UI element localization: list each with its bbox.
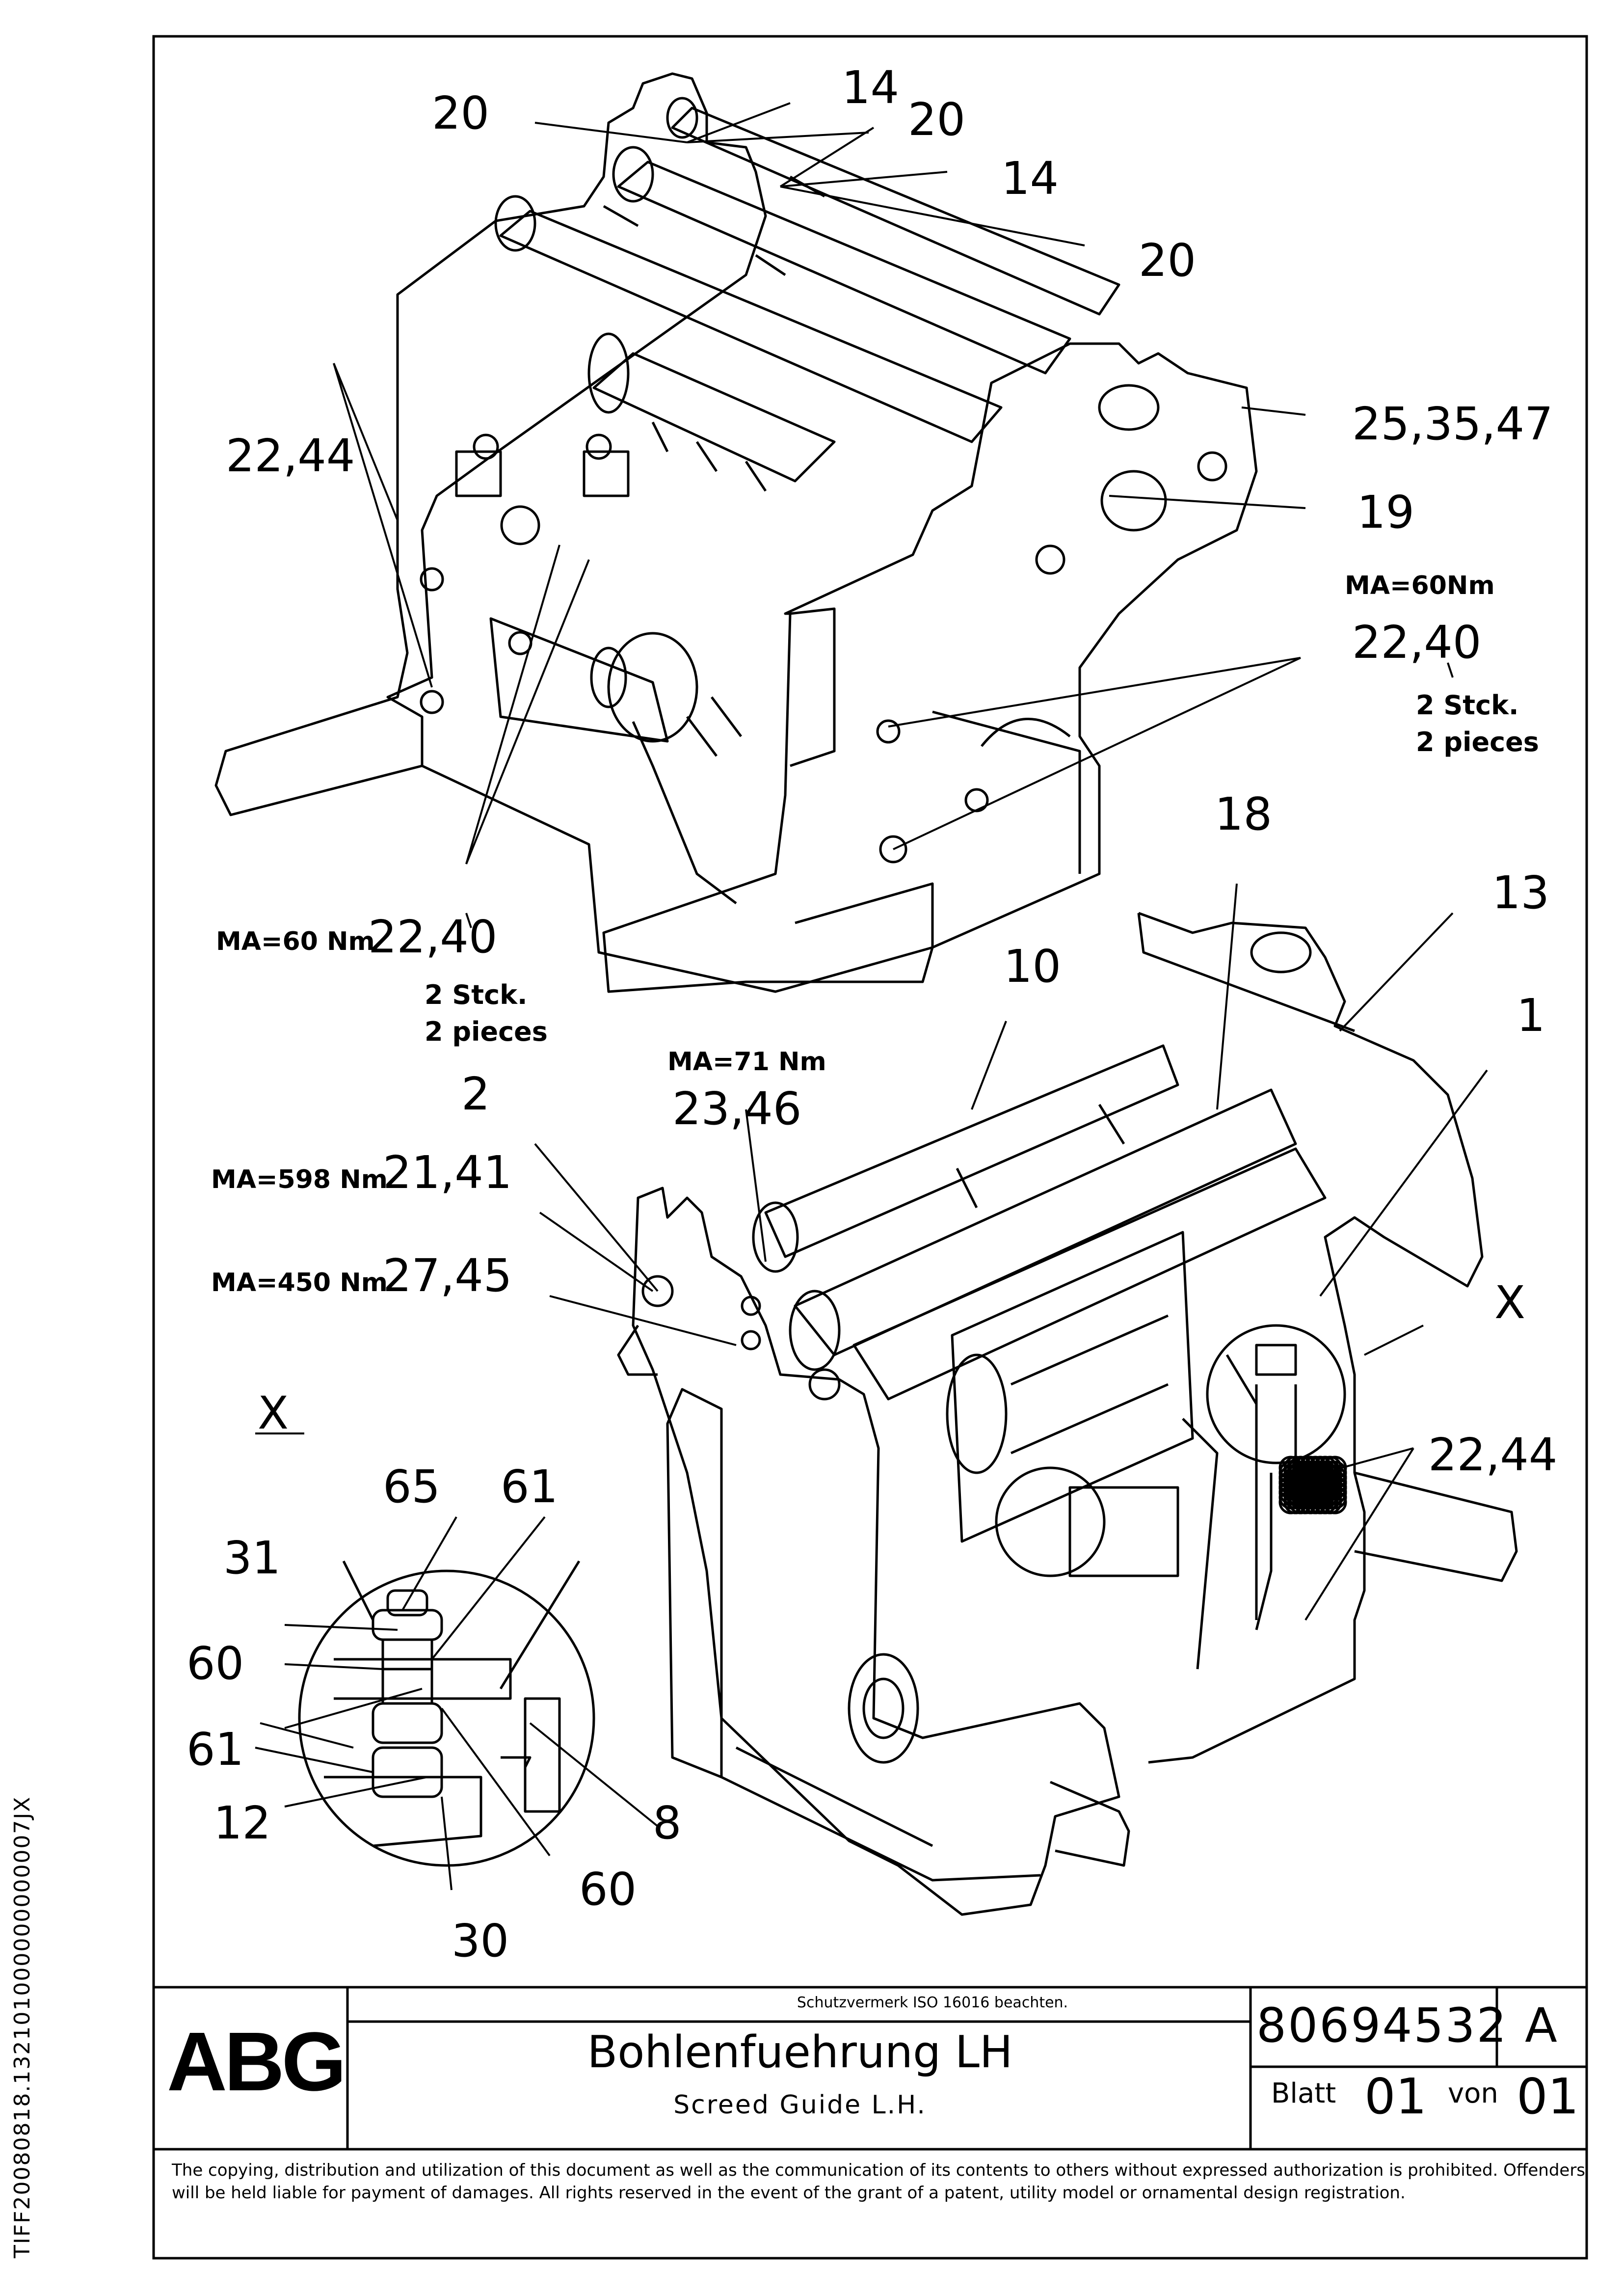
quantity-notes: 2 Stck. 2 pieces 2 Stck. 2 pieces (425, 690, 1539, 1047)
callout-18: 18 (1215, 788, 1272, 840)
of-value: 01 (1517, 2068, 1579, 2125)
callout-61-b: 61 (186, 1723, 244, 1776)
torque-598: MA=598 Nm (211, 1165, 388, 1194)
qty-note-left-1: 2 Stck. (425, 979, 528, 1010)
callout-22-44-upper: 22,44 (226, 430, 355, 482)
torque-71: MA=71 Nm (667, 1047, 826, 1077)
callout-8: 8 (653, 1797, 682, 1849)
callout-25-35-47: 25,35,47 (1352, 398, 1553, 450)
upper-assembly (214, 72, 1258, 993)
callout-23-46: 23,46 (672, 1082, 801, 1135)
callout-22-40-left: 22,40 (368, 911, 497, 963)
torque-labels: MA=60Nm MA=60 Nm MA=71 Nm MA=598 Nm MA=4… (211, 571, 1495, 1297)
callout-20-b: 20 (908, 93, 965, 146)
title-english: Screed Guide L.H. (673, 2090, 927, 2120)
callout-19: 19 (1357, 486, 1414, 539)
outer-frame (152, 35, 1588, 2260)
leader-lines (255, 102, 1488, 1891)
document-number: 80694532 (1256, 1998, 1508, 2053)
callout-60-a: 60 (186, 1637, 244, 1690)
callout-2: 2 (461, 1068, 490, 1120)
sheet-value: 01 (1364, 2068, 1427, 2125)
callout-14-a: 14 (842, 61, 899, 114)
callout-1: 1 (1517, 989, 1545, 1042)
callout-65: 65 (383, 1460, 440, 1513)
title-german: Bohlenfuehrung LH (587, 2026, 1013, 2078)
qty-note-right-1: 2 Stck. (1416, 690, 1519, 721)
sheet-label: Blatt (1271, 2078, 1336, 2109)
callout-31: 31 (223, 1532, 281, 1584)
torque-450: MA=450 Nm (211, 1268, 388, 1297)
of-label: von (1448, 2078, 1498, 2109)
callout-14-b: 14 (1001, 152, 1059, 205)
copyright-notice: The copying, distribution and utilizatio… (172, 2161, 1586, 2203)
side-file-code: TIFF20080818.132101000000000007JX (10, 1796, 35, 2258)
callout-13: 13 (1492, 866, 1549, 919)
abg-logo: ABG (167, 2015, 346, 2108)
callout-12: 12 (213, 1797, 271, 1849)
callout-22-44-lower: 22,44 (1428, 1429, 1557, 1481)
callout-labels: 20 14 20 14 20 25,35,47 19 22,44 22,40 2… (186, 61, 1557, 1967)
callout-20-a: 20 (432, 87, 489, 139)
torque-60-left: MA=60 Nm (216, 927, 375, 956)
callout-21-41: 21,41 (383, 1146, 512, 1199)
revision: A (1525, 1998, 1557, 2053)
callout-x-upper: X (1494, 1276, 1525, 1329)
qty-note-left-2: 2 pieces (425, 1016, 548, 1047)
callout-60-b: 60 (579, 1863, 637, 1916)
title-block (154, 1986, 1587, 2151)
callout-30: 30 (452, 1915, 509, 1967)
callout-x-detail: X (258, 1387, 289, 1439)
callout-20-c: 20 (1139, 234, 1196, 287)
callout-27-45: 27,45 (383, 1249, 512, 1302)
detail-x-view (298, 1560, 595, 1867)
callout-61-a: 61 (501, 1460, 558, 1513)
iso-notice: Schutzvermerk ISO 16016 beachten. (797, 1994, 1068, 2011)
callout-10: 10 (1004, 940, 1061, 993)
lower-assembly (617, 912, 1518, 1916)
qty-note-right-2: 2 pieces (1416, 727, 1539, 757)
torque-60-right: MA=60Nm (1345, 571, 1495, 600)
callout-22-40-right: 22,40 (1352, 616, 1481, 669)
